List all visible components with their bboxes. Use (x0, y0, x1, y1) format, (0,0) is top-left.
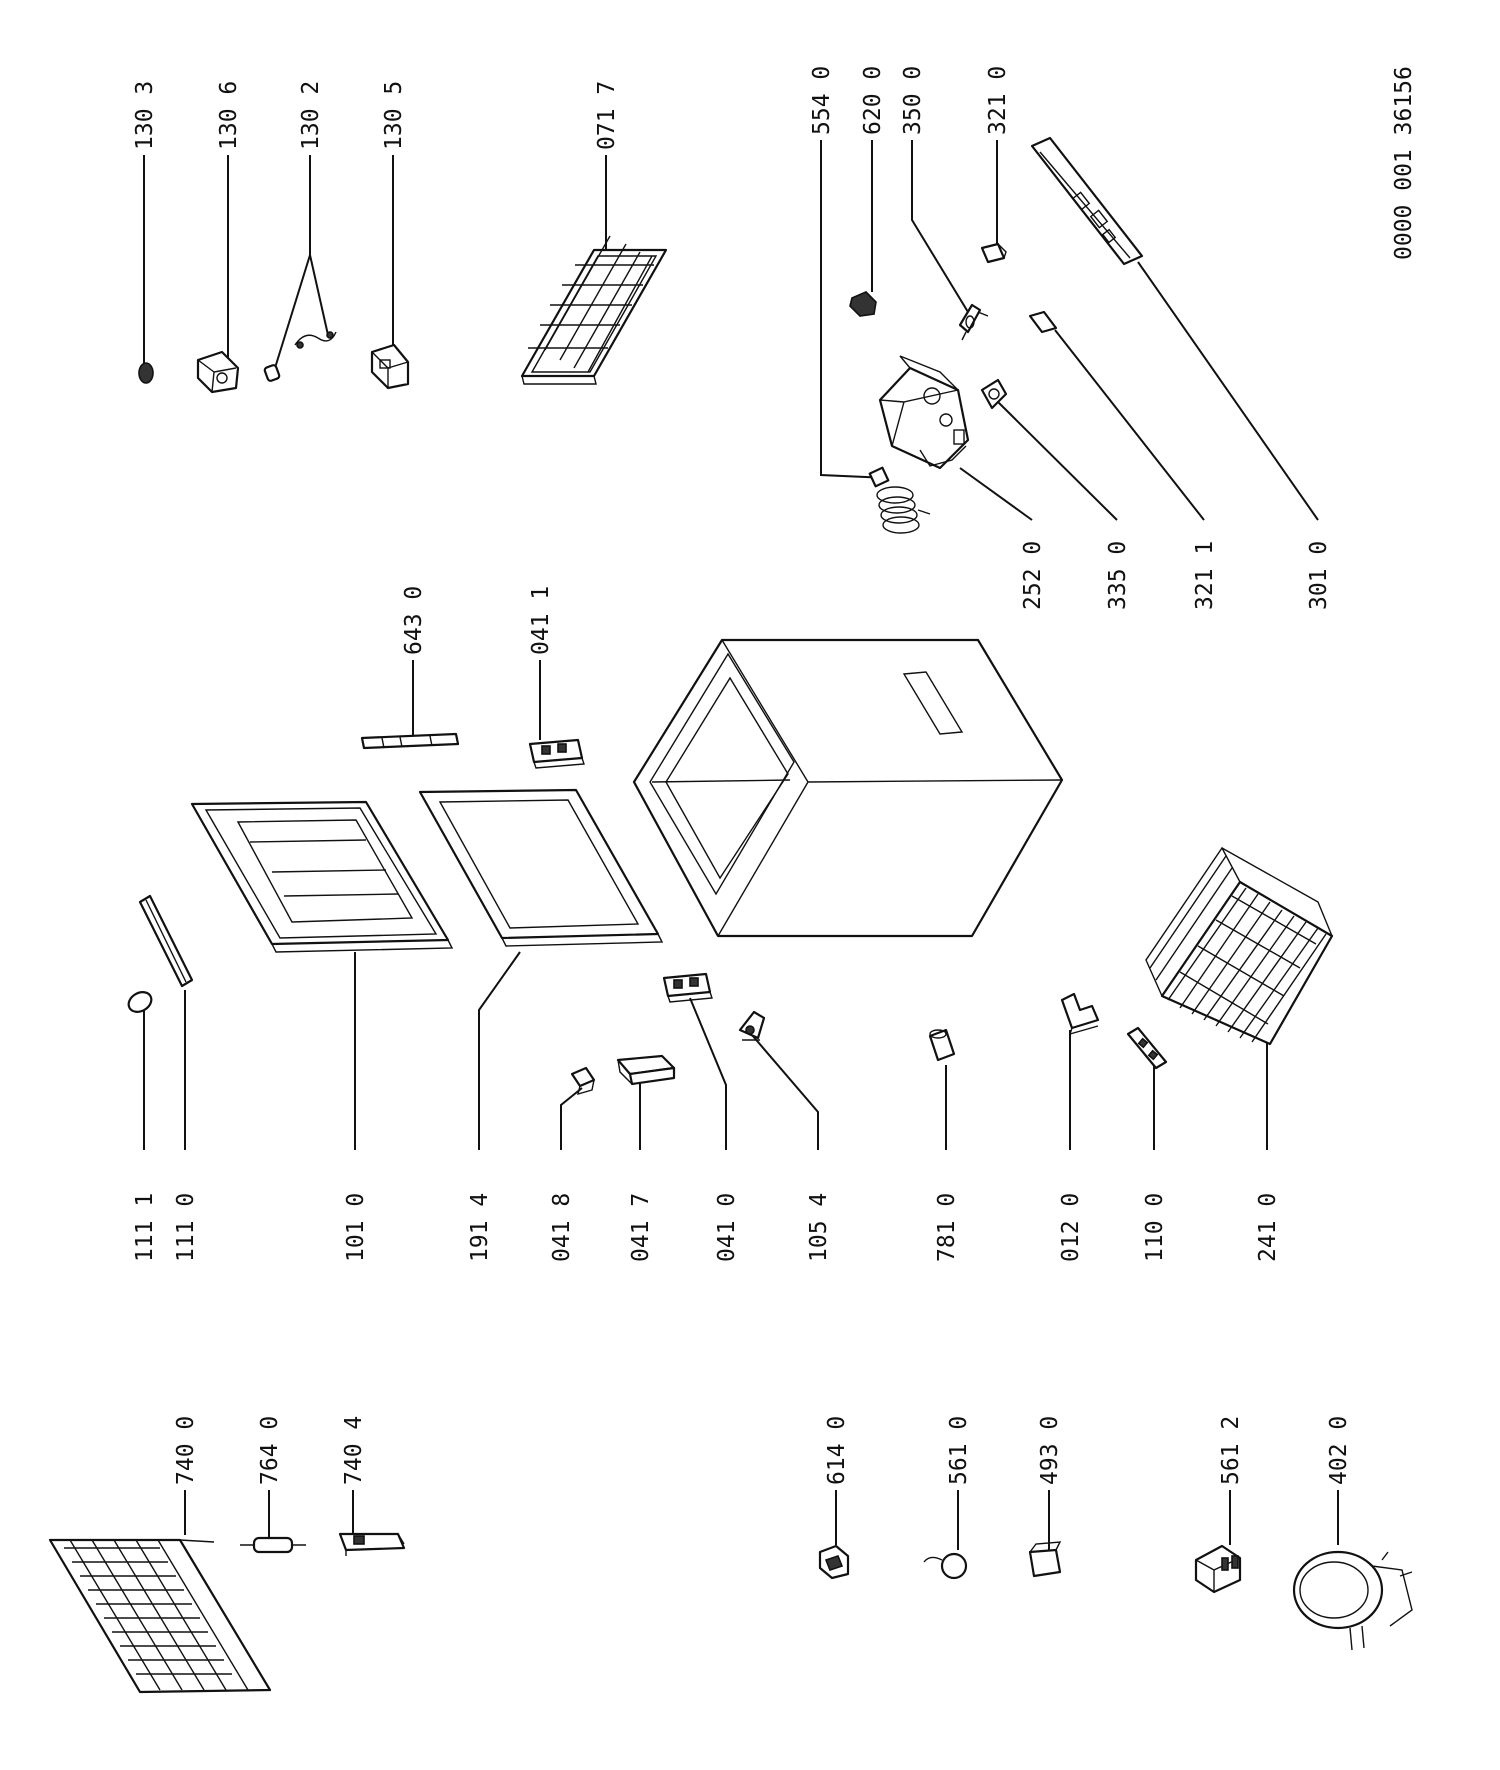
label-041-8: 041 8 (549, 1193, 575, 1262)
part-cabinet (632, 638, 1064, 938)
part-764-0 (240, 1536, 306, 1554)
part-493-0 (1028, 1541, 1062, 1578)
label-321-1: 321 1 (1192, 541, 1218, 610)
parts (48, 136, 1413, 1694)
leader-lines (143, 140, 1339, 1550)
label-101-0: 101 0 (343, 1193, 369, 1262)
part-130-2 (263, 331, 337, 382)
label-110-0: 110 0 (1142, 1193, 1168, 1262)
part-781-0 (928, 1028, 956, 1062)
part-620-0 (849, 291, 877, 317)
part-101-0 (190, 800, 454, 953)
leader-252-0 (959, 467, 1033, 521)
label-764-0: 764 0 (257, 1416, 283, 1485)
label-321-0: 321 0 (985, 66, 1011, 135)
part-130-3 (138, 362, 154, 384)
label-041-1: 041 1 (528, 586, 554, 655)
label-740-0: 740 0 (173, 1416, 199, 1485)
leader-335-0 (997, 401, 1118, 521)
label-130-5: 130 5 (381, 81, 407, 150)
part-105-4 (738, 1010, 766, 1041)
part-554-0 (868, 466, 931, 534)
label-493-0: 493 0 (1037, 1416, 1063, 1485)
label-071-7: 071 7 (594, 81, 620, 150)
label-781-0: 781 0 (934, 1193, 960, 1262)
label-561-2: 561 2 (1218, 1416, 1244, 1485)
label-130-2: 130 2 (298, 81, 324, 150)
leader-105-4 (751, 1034, 819, 1150)
leader-301-0 (1137, 261, 1319, 521)
part-643-0 (360, 732, 460, 750)
label-111-0: 111 0 (173, 1193, 199, 1262)
label-041-0: 041 0 (714, 1193, 740, 1262)
part-191-4 (418, 788, 664, 947)
label-614-0: 614 0 (824, 1416, 850, 1485)
part-110-0 (1126, 1026, 1168, 1070)
label-041-7: 041 7 (628, 1193, 654, 1262)
part-561-0 (923, 1552, 968, 1580)
label-130-6: 130 6 (216, 81, 242, 150)
leader-321-1 (1054, 329, 1205, 521)
label-130-3: 130 3 (132, 81, 158, 150)
label-111-1: 111 1 (132, 1193, 158, 1262)
part-041-8 (570, 1066, 596, 1096)
label-335-0: 335 0 (1105, 541, 1131, 610)
part-740-0 (48, 1538, 272, 1694)
label-350-0: 350 0 (900, 66, 926, 135)
label-241-0: 241 0 (1255, 1193, 1281, 1262)
part-321-1 (1028, 310, 1058, 334)
part-111-0 (138, 894, 194, 988)
label-561-0: 561 0 (946, 1416, 972, 1485)
label-191-4: 191 4 (467, 1193, 493, 1262)
label-554-0: 554 0 (809, 66, 835, 135)
part-740-4 (338, 1532, 406, 1556)
part-labels: 130 3 130 6 130 2 130 5 071 7 554 0 620 … (132, 66, 1417, 1485)
part-350-0 (958, 303, 989, 341)
part-561-2 (1194, 1544, 1242, 1594)
part-041-0 (662, 972, 713, 1003)
leader-554-0 (820, 140, 889, 479)
label-012-0: 012 0 (1058, 1193, 1084, 1262)
label-620-0: 620 0 (860, 66, 886, 135)
label-643-0: 643 0 (401, 586, 427, 655)
part-071-7 (520, 235, 668, 385)
leader-350-0 (911, 140, 969, 313)
label-105-4: 105 4 (806, 1193, 832, 1262)
part-041-1 (528, 738, 585, 769)
part-335-0 (980, 378, 1008, 410)
label-drawing-number: 0000 001 36156 (1391, 66, 1417, 260)
part-614-0 (818, 1544, 850, 1580)
leader-041-0 (689, 997, 727, 1150)
leader-041-8 (560, 1087, 583, 1150)
part-321-0 (980, 242, 1007, 264)
part-130-5 (370, 343, 410, 390)
part-130-6 (196, 350, 240, 394)
part-041-7 (616, 1054, 676, 1086)
label-252-0: 252 0 (1020, 541, 1046, 610)
label-301-0: 301 0 (1306, 541, 1332, 610)
part-111-1 (127, 991, 153, 1013)
leader-130-2 (274, 155, 329, 369)
label-402-0: 402 0 (1326, 1416, 1352, 1485)
leader-191-4 (478, 951, 521, 1150)
part-402-0 (1292, 1550, 1413, 1651)
part-241-0 (1145, 846, 1334, 1046)
part-012-0 (1060, 992, 1100, 1036)
label-740-4: 740 4 (341, 1416, 367, 1485)
part-252-0 (878, 355, 970, 470)
part-301-0 (1030, 136, 1144, 266)
